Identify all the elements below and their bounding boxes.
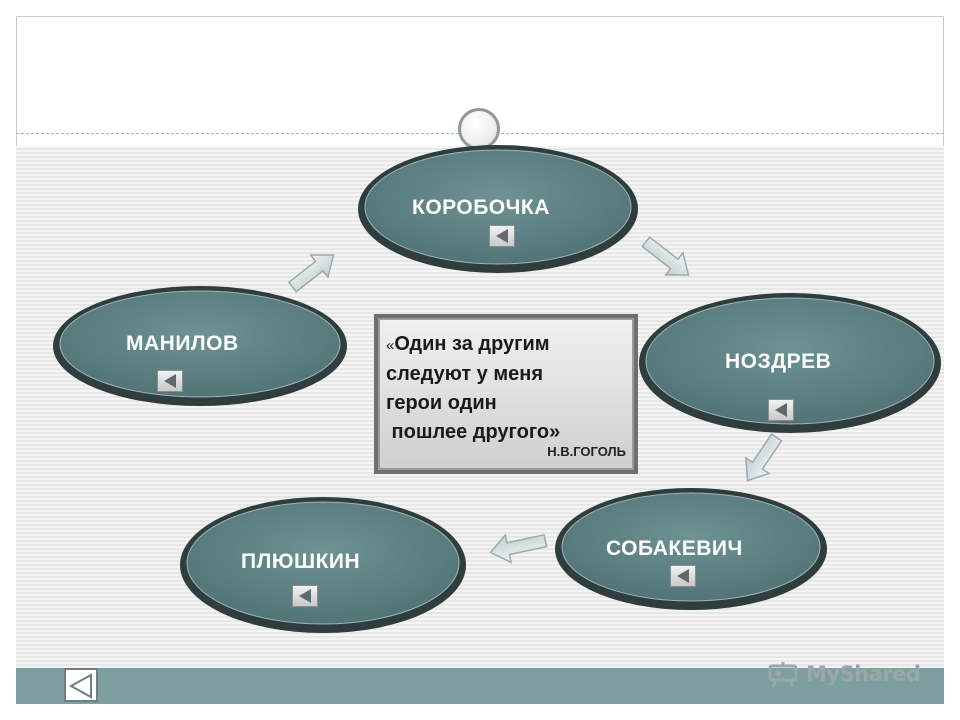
back-button-korobochka[interactable] xyxy=(489,225,515,247)
back-triangle-icon xyxy=(68,673,92,699)
quote-box: «Один за другим следуют у меня герои оди… xyxy=(374,314,638,474)
quote-line-4: пошлее другого» xyxy=(386,421,561,443)
back-button-nozdrev[interactable] xyxy=(768,399,794,421)
oval-sobakevich[interactable] xyxy=(555,488,827,610)
watermark: MyShared xyxy=(768,656,921,692)
quote-line-3: герои один xyxy=(386,392,497,414)
oval-korobochka[interactable] xyxy=(358,145,638,273)
arrow-nozdrev-to-sobakevich xyxy=(745,433,783,482)
arrow-korobochka-to-nozdrev xyxy=(641,235,690,276)
watermark-text: MyShared xyxy=(806,662,921,686)
quote-line-2: следуют у меня xyxy=(386,363,544,385)
label-manilov: МАНИЛОВ xyxy=(126,332,239,355)
projector-icon xyxy=(768,662,798,688)
oval-plyushkin[interactable] xyxy=(180,497,466,633)
label-plyushkin: ПЛЮШКИН xyxy=(241,550,361,573)
quote-open-mark: « xyxy=(386,337,395,354)
quote-line-1: Один за другим xyxy=(394,333,550,355)
label-korobochka: КОРОБОЧКА xyxy=(412,196,550,219)
arrow-manilov-to-korobochka xyxy=(287,254,335,293)
back-button-sobakevich[interactable] xyxy=(670,565,696,587)
home-button[interactable] xyxy=(64,668,98,702)
oval-manilov[interactable] xyxy=(53,286,347,406)
back-button-plyushkin[interactable] xyxy=(292,585,318,607)
arrow-sobakevich-to-plyushkin xyxy=(489,533,548,564)
back-button-manilov[interactable] xyxy=(157,370,183,392)
oval-nozdrev[interactable] xyxy=(639,293,941,433)
ring-ornament xyxy=(458,108,500,150)
footer-bar xyxy=(16,668,944,704)
label-nozdrev: НОЗДРЕВ xyxy=(725,350,832,373)
label-sobakevich: СОБАКЕВИЧ xyxy=(606,537,743,560)
quote-text: «Один за другим следуют у меня герои оди… xyxy=(386,330,632,447)
quote-panel: «Один за другим следуют у меня герои оди… xyxy=(378,318,634,470)
quote-author: Н.В.ГОГОЛЬ xyxy=(547,444,626,459)
